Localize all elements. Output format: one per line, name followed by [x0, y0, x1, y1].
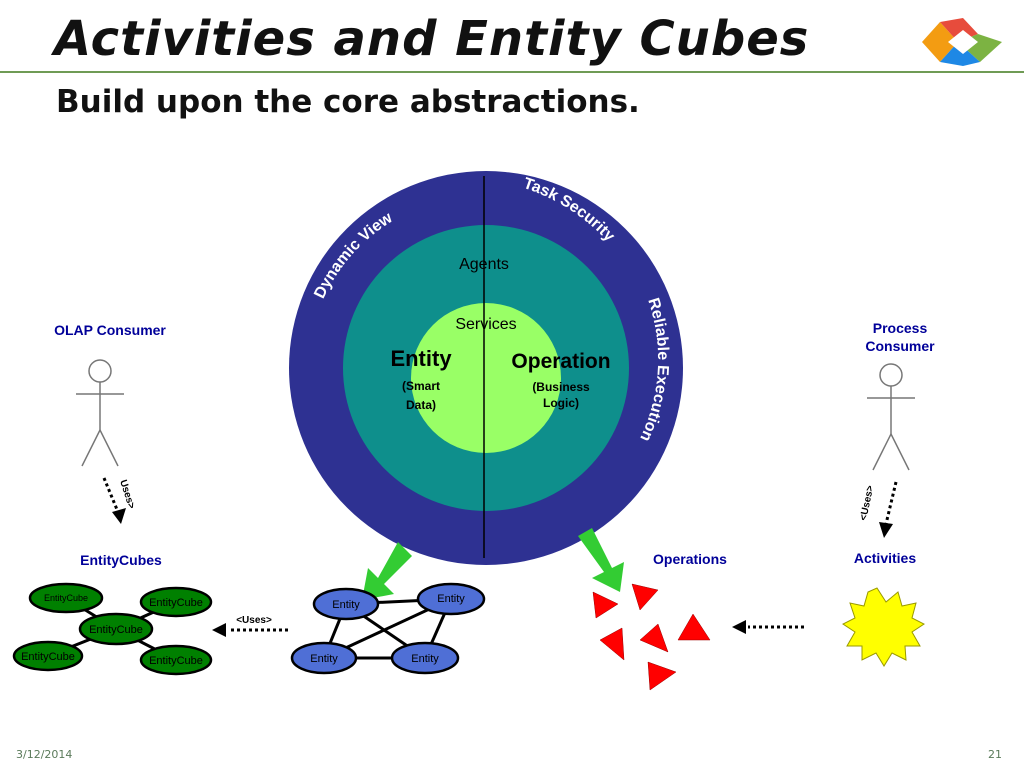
- green-arrow-left: [362, 542, 412, 600]
- activity-star: [842, 587, 925, 667]
- entitycube-node: EntityCube: [12, 640, 84, 672]
- entity-node: Entity: [390, 641, 460, 675]
- title-divider: [0, 71, 1024, 73]
- olap-uses-arrowhead: [112, 508, 126, 524]
- slide-page-number: 21: [988, 748, 1002, 761]
- entity-label: Entity: [390, 346, 452, 371]
- operation-triangle: [677, 613, 711, 641]
- process-consumer-line1: Process: [873, 320, 928, 336]
- activities-title: Activities: [854, 550, 916, 566]
- svg-text:EntityCube: EntityCube: [149, 655, 203, 667]
- operation-uses-arrowhead: [732, 620, 746, 634]
- entitycube-node: EntityCube: [139, 586, 213, 618]
- operation-triangle: [639, 623, 669, 653]
- slide-title: Activities and Entity Cubes: [54, 11, 810, 67]
- process-consumer-line2: Consumer: [865, 338, 935, 354]
- slide-date: 3/12/2014: [16, 748, 73, 761]
- operation-sub1: (Business: [532, 380, 590, 394]
- ring-label-agents: Agents: [459, 256, 509, 273]
- olap-consumer-actor-icon: [76, 359, 124, 467]
- operations-title: Operations: [653, 551, 727, 567]
- entity-node: Entity: [290, 641, 358, 675]
- svg-text:EntityCube: EntityCube: [89, 624, 143, 636]
- operation-triangle: [647, 661, 677, 691]
- process-uses-arrow: [884, 481, 898, 525]
- entitycube-node: EntityCube: [139, 644, 213, 676]
- operation-triangle: [631, 583, 659, 611]
- entity-node: Entity: [312, 587, 380, 621]
- slide-subtitle: Build upon the core abstractions.: [56, 84, 640, 120]
- olap-uses-arrow: [102, 477, 120, 513]
- svg-text:Entity: Entity: [310, 653, 338, 665]
- entitycube-node: EntityCube: [28, 582, 104, 614]
- process-uses-label: <Uses>: [858, 484, 876, 521]
- olap-consumer-label: OLAP Consumer: [54, 322, 166, 338]
- svg-text:EntityCube: EntityCube: [149, 597, 203, 609]
- svg-text:Entity: Entity: [437, 593, 465, 605]
- entity-uses-label: <Uses>: [236, 615, 272, 626]
- process-uses-arrowhead: [879, 522, 893, 538]
- ring-label-services: Services: [455, 316, 516, 333]
- product-logo-icon: [922, 18, 1002, 66]
- entity-sub1: (Smart: [402, 379, 440, 393]
- green-arrow-right: [578, 528, 624, 592]
- operation-triangle: [592, 591, 619, 619]
- operation-label: Operation: [511, 350, 610, 373]
- olap-uses-label: Uses>: [117, 479, 137, 511]
- svg-text:EntityCube: EntityCube: [44, 593, 88, 603]
- process-consumer-actor-icon: [867, 363, 915, 471]
- svg-text:EntityCube: EntityCube: [21, 651, 75, 663]
- entity-uses-arrowhead: [212, 623, 226, 637]
- entitycube-node: EntityCube: [78, 612, 154, 646]
- operation-sub2: Logic): [543, 396, 579, 410]
- svg-text:Entity: Entity: [332, 599, 360, 611]
- operation-triangle: [599, 627, 625, 661]
- svg-text:Entity: Entity: [411, 653, 439, 665]
- inner-circle: [411, 303, 561, 453]
- entity-node: Entity: [416, 582, 486, 616]
- entitycubes-title: EntityCubes: [80, 552, 162, 568]
- entity-sub2: Data): [406, 398, 436, 412]
- operation-triangles: [592, 583, 711, 691]
